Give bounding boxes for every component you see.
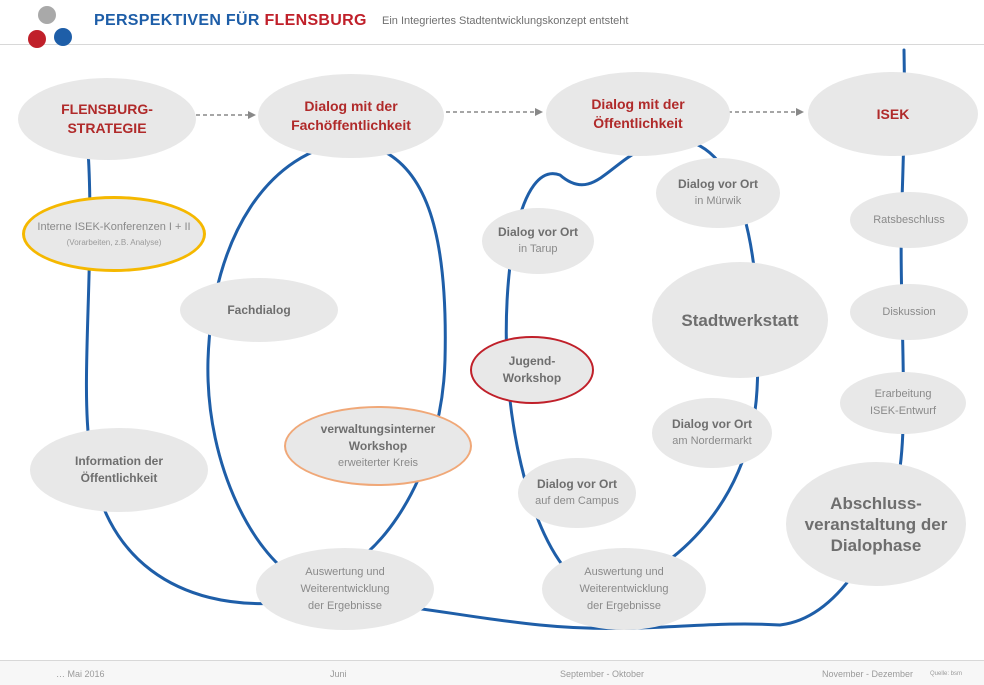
node-dialog-tarup-sub: in Tarup [518, 243, 558, 255]
image-credit: Quelle: bsm [930, 671, 963, 677]
node-abschlussveranstaltung: Abschluss- veranstaltung der Dialophase [786, 462, 966, 586]
brand-title: PERSPEKTIVEN FÜR FLENSBURG [94, 12, 367, 30]
phase-oeffentlichkeit: Dialog mit der Öffentlichkeit [546, 72, 730, 156]
node-auswertung-2-label: Auswertung und Weiterentwicklung der Erg… [579, 565, 669, 612]
brand-title-part2: FLENSBURG [264, 12, 367, 29]
node-interne-konferenzen: Interne ISEK-Konferenzen I + II (Vorarbe… [22, 196, 206, 272]
phase-isek-label: ISEK [876, 105, 910, 122]
node-fachdialog-label: Fachdialog [227, 302, 291, 317]
node-dialog-muerwik: Dialog vor Ort in Mürwik [656, 158, 780, 228]
node-stadtwerkstatt: Stadtwerkstatt [652, 262, 828, 378]
node-abschlussveranstaltung-label: Abschluss- veranstaltung der Dialophase [804, 493, 948, 555]
header: PERSPEKTIVEN FÜR FLENSBURG Ein Integrier… [0, 0, 984, 48]
node-jugend-workshop: Jugend- Workshop [470, 336, 594, 404]
logo [28, 6, 78, 52]
node-interne-konferenzen-sub: (Vorarbeiten, z.B. Analyse) [66, 237, 162, 247]
timeline-mai: … Mai 2016 [56, 669, 105, 679]
node-ratsbeschluss-label: Ratsbeschluss [873, 213, 945, 226]
node-fachdialog: Fachdialog [180, 278, 338, 342]
node-verwaltungsinterner-workshop-title: verwaltungsinterner Workshop [320, 421, 436, 453]
phase-fachoeffentlichkeit-label: Dialog mit der Fachöffentlichkeit [291, 98, 411, 133]
timeline-juni: Juni [330, 669, 347, 679]
phase-isek: ISEK [808, 72, 978, 156]
node-auswertung-1: Auswertung und Weiterentwicklung der Erg… [256, 548, 434, 630]
node-dialog-nordermarkt-title: Dialog vor Ort [671, 417, 752, 431]
node-stadtwerkstatt-label: Stadtwerkstatt [681, 310, 799, 330]
node-dialog-muerwik-title: Dialog vor Ort [677, 177, 758, 191]
node-auswertung-2: Auswertung und Weiterentwicklung der Erg… [542, 548, 706, 630]
timeline-november-dezember: November - Dezember [822, 669, 914, 679]
node-ratsbeschluss: Ratsbeschluss [850, 192, 968, 248]
node-dialog-campus-sub: auf dem Campus [535, 495, 619, 507]
brand-title-part1: PERSPEKTIVEN FÜR [94, 12, 265, 29]
node-auswertung-1-label: Auswertung und Weiterentwicklung der Erg… [300, 565, 390, 612]
phase-flensburg-strategie-label: FLENSBURG- STRATEGIE [61, 101, 153, 136]
node-diskussion-label: Diskussion [882, 305, 936, 318]
node-diskussion: Diskussion [850, 284, 968, 340]
node-erarbeitung: Erarbeitung ISEK-Entwurf [840, 372, 966, 434]
logo-blue-dot [54, 28, 72, 46]
arrow-heads [248, 108, 804, 119]
node-verwaltungsinterner-workshop-sub: erweiterter Kreis [337, 456, 419, 469]
node-information-oeffentlichkeit-label: Information der Öffentlichkeit [74, 454, 163, 485]
node-erarbeitung-label: Erarbeitung ISEK-Entwurf [869, 388, 937, 417]
fach-loop [206, 140, 447, 582]
node-dialog-tarup-title: Dialog vor Ort [497, 225, 578, 239]
node-dialog-tarup: Dialog vor Ort in Tarup [482, 208, 594, 274]
dashed-arrows [196, 111, 800, 116]
node-dialog-nordermarkt-sub: am Nordermarkt [672, 435, 752, 447]
phase-fachoeffentlichkeit: Dialog mit der Fachöffentlichkeit [258, 74, 444, 158]
logo-red-dot [28, 30, 46, 48]
node-dialog-campus-title: Dialog vor Ort [536, 477, 617, 491]
node-dialog-campus: Dialog vor Ort auf dem Campus [518, 458, 636, 528]
node-information-oeffentlichkeit: Information der Öffentlichkeit [30, 428, 208, 512]
logo-grey-dot [38, 6, 56, 24]
timeline-footer: … Mai 2016 Juni September - Oktober Nove… [0, 660, 984, 685]
node-interne-konferenzen-title: Interne ISEK-Konferenzen I + II [37, 220, 191, 233]
header-subtitle: Ein Integriertes Stadtentwicklungskonzep… [382, 15, 629, 27]
node-verwaltungsinterner-workshop: verwaltungsinterner Workshop erweiterter… [284, 406, 472, 486]
timeline-september-oktober: September - Oktober [560, 669, 645, 679]
node-jugend-workshop-label: Jugend- Workshop [502, 354, 562, 385]
phase-oeffentlichkeit-label: Dialog mit der Öffentlichkeit [591, 96, 685, 131]
node-dialog-muerwik-sub: in Mürwik [694, 195, 742, 207]
phase-flensburg-strategie: FLENSBURG- STRATEGIE [18, 78, 196, 160]
node-dialog-nordermarkt: Dialog vor Ort am Nordermarkt [652, 398, 772, 468]
